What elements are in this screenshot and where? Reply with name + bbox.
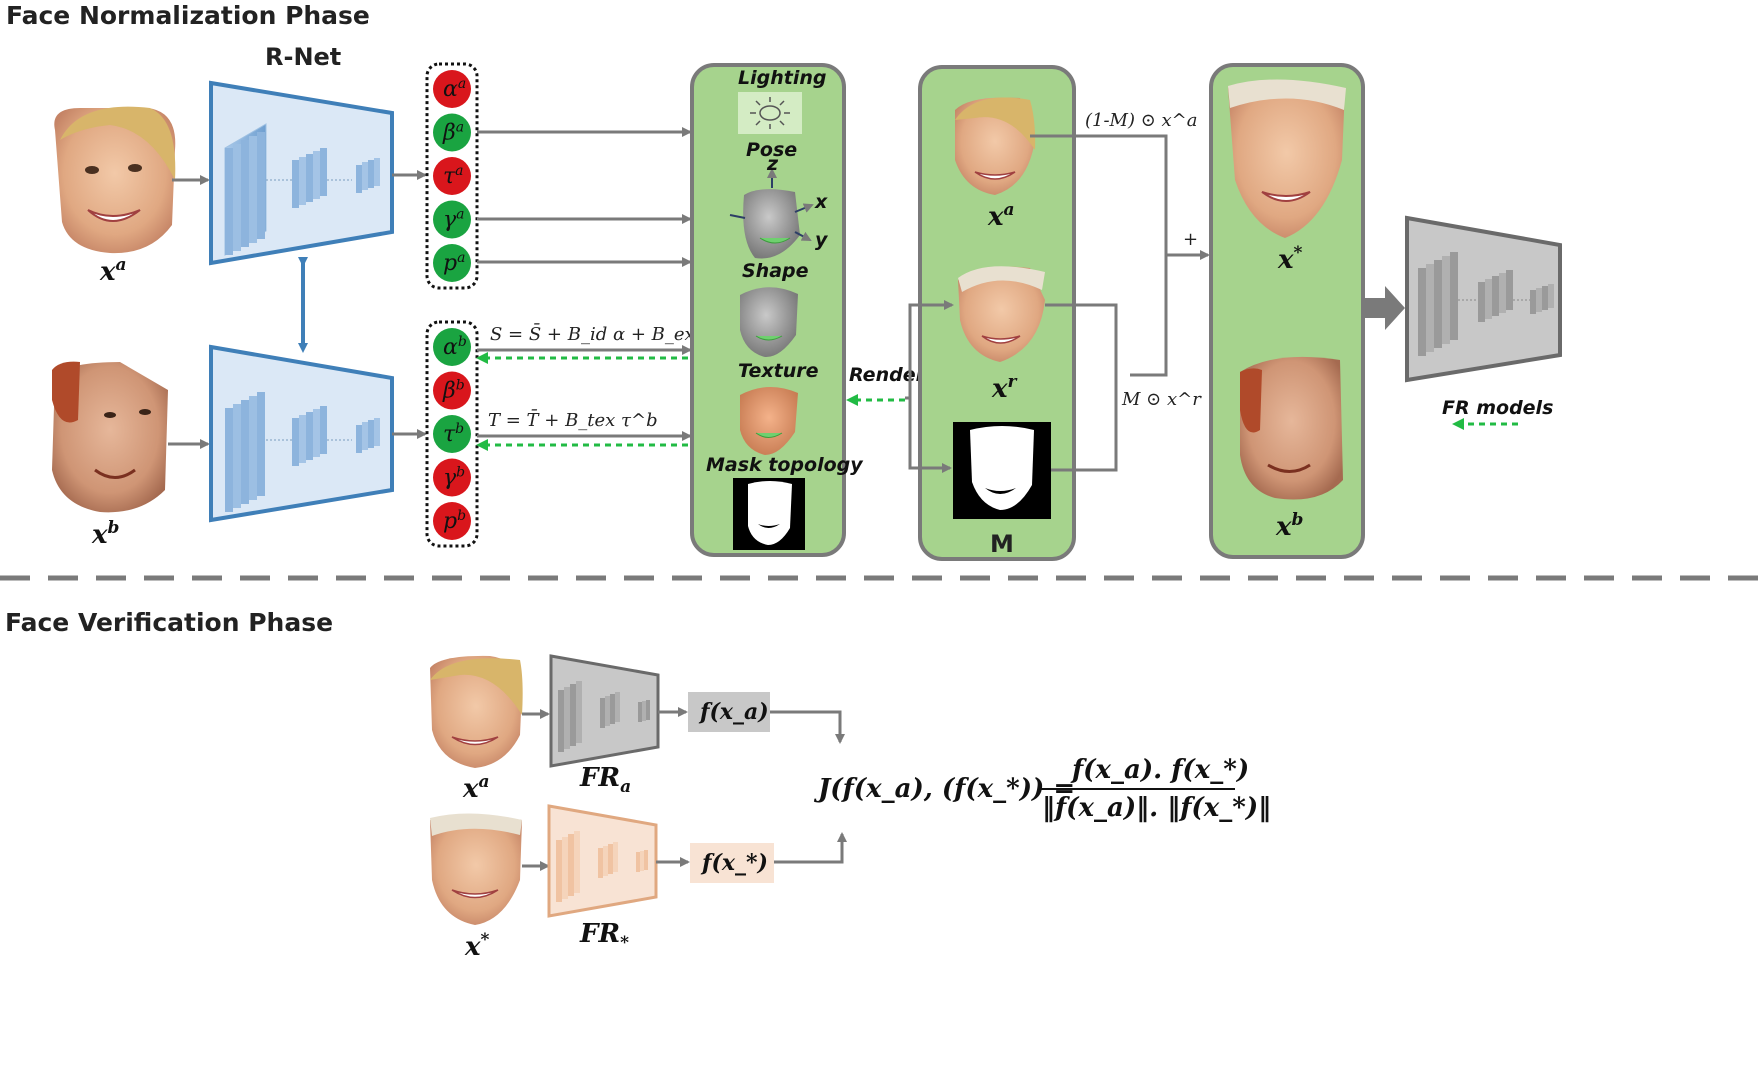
param-symbol: βa (442, 120, 464, 146)
shape-face-icon (740, 287, 798, 358)
render-to-xr-connector (905, 300, 954, 400)
face-xstar-verification (430, 813, 522, 925)
face-xb-input (52, 361, 168, 513)
f-xa-box: f(x_a) (688, 692, 770, 732)
param-symbol: γb (443, 465, 465, 491)
fr-star-model (547, 804, 658, 918)
texture-face-icon (740, 386, 798, 455)
fxstar-to-similarity-connector (774, 832, 847, 864)
param-symbol: pa (443, 250, 465, 276)
face-xa-verification (430, 655, 523, 768)
f-xstar-text: f(x_*) (700, 850, 768, 876)
fr-model-large (1405, 215, 1562, 383)
verification-phase-title: Face Verification Phase (5, 608, 333, 637)
rnet-label: R-Net (265, 43, 341, 71)
pose-face-icon: z x y (729, 153, 829, 259)
face-xa-input (54, 106, 176, 254)
face-xa-label: xa (99, 255, 127, 287)
similarity-denominator: ‖f(x_a)‖. ‖f(x_*)‖ (1042, 793, 1271, 823)
fr-star-label: FR* (579, 919, 629, 953)
normalization-phase-title: Face Normalization Phase (6, 1, 370, 30)
param-circle (433, 371, 471, 410)
blend-panel: xa xr M (918, 65, 1076, 561)
fr-a-label: FRa (579, 763, 631, 797)
face-xb-label: xb (91, 518, 119, 550)
face-xa-small-label: xa (987, 200, 1015, 232)
f-xa-text: f(x_a) (698, 699, 769, 725)
render-panel: Lighting Pose z x y Shape (690, 63, 864, 557)
face-xa-verification-label: xa (462, 772, 490, 804)
blend-top-label: (1-M) ⊙ x^a (1085, 110, 1198, 131)
params-b-column: αb βb τb γb pb (425, 320, 479, 548)
lighting-icon (738, 92, 802, 134)
pose-axis-z: z (766, 153, 779, 175)
face-xr (958, 266, 1045, 362)
face-xb-output (1240, 356, 1343, 500)
param-symbol: βb (442, 378, 465, 404)
param-circle (433, 502, 471, 540)
param-symbol: αb (443, 334, 467, 360)
face-xstar-verification-label: x* (464, 930, 490, 962)
param-circle (433, 200, 471, 239)
face-xstar-label: x* (1277, 243, 1303, 275)
pose-axis-x: x (814, 191, 828, 213)
texture-equation: T = T̄ + B_tex τ^b (488, 408, 658, 431)
fxa-to-similarity-connector (770, 710, 845, 744)
param-circle (433, 328, 471, 366)
texture-label: Texture (738, 360, 819, 382)
param-symbol: γa (443, 207, 465, 233)
face-xr-label: xr (991, 372, 1018, 404)
blend-bottom-connector (1045, 303, 1118, 472)
rnet-bottom (209, 344, 394, 523)
shape-label: Shape (742, 260, 809, 282)
face-xb-output-label: xb (1275, 510, 1303, 542)
param-circle (433, 244, 471, 282)
param-symbol: pb (443, 508, 466, 534)
blend-bottom-label: M ⊙ x^r (1121, 389, 1202, 410)
param-circle (433, 415, 471, 453)
similarity-lhs: J(f(x_a), (f(x_*)) = (813, 774, 1075, 804)
fr-a-model (549, 654, 660, 768)
svg-text:xa: xa (99, 255, 127, 287)
param-circle (433, 458, 471, 497)
f-xstar-box: f(x_*) (690, 843, 774, 883)
param-symbol: αa (443, 76, 466, 102)
rnet-bottom-layers (225, 392, 380, 512)
param-circle (433, 113, 471, 152)
output-panel: x* xb (1209, 63, 1365, 559)
render-to-mask-connector (908, 398, 952, 473)
svg-text:xb: xb (91, 518, 119, 550)
face-xa-small (955, 97, 1036, 195)
mask-topology-label: Mask topology (706, 454, 864, 476)
rnet-top-layers (224, 123, 380, 256)
pose-axis-y: y (815, 229, 829, 251)
face-xstar (1228, 79, 1346, 238)
pose-label: Pose (746, 139, 797, 161)
param-symbol: τa (443, 163, 464, 189)
mask-image (953, 422, 1051, 519)
rnet-top (209, 80, 394, 266)
render-label: Render (849, 364, 927, 386)
param-symbol: τb (443, 421, 464, 447)
shape-equation: S = S̄ + B_id α + B_exp β^b (490, 322, 749, 345)
param-circle (433, 70, 471, 108)
mask-label: M (990, 530, 1014, 558)
blend-plus-label: + (1183, 229, 1198, 250)
output-to-fr-arrow (1365, 286, 1405, 330)
param-circle (433, 157, 471, 195)
mask-topology-icon (733, 478, 805, 550)
params-a-column: αa βa τa γa pa (425, 62, 479, 290)
similarity-numerator: f(x_a). f(x_*) (1070, 755, 1249, 785)
lighting-label: Lighting (738, 67, 826, 89)
fr-models-label: FR models (1442, 397, 1553, 419)
